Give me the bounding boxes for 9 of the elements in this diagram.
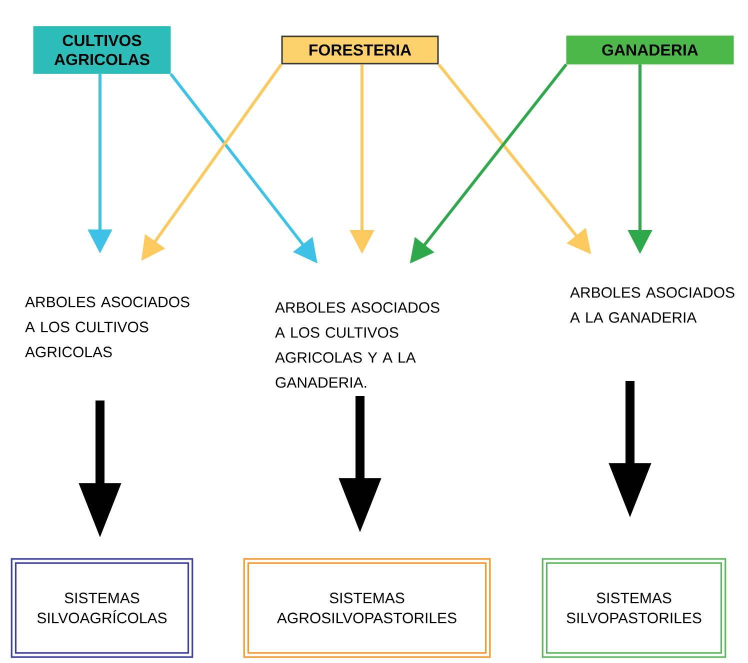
header-box: GANADERIA: [566, 36, 734, 64]
description-text: ARBOLES ASOCIADOS A LA GANADERIA: [570, 287, 734, 323]
description-text: ARBOLES ASOCIADOS A LOS CULTIVOS AGRICOLAS: [25, 296, 190, 358]
system-box: SISTEMAS SILVOAGRÍCOLAS: [10, 558, 194, 658]
header-box: CULTIVOS AGRICOLAS: [33, 26, 171, 74]
system-box: SISTEMAS AGROSILVOPASTORILES: [243, 558, 491, 658]
description-text: ARBOLES ASOCIADOS A LOS CULTIVOS AGRICOLAS Y A LA GANADERIA.: [275, 302, 440, 388]
header-box: FORESTERIA: [281, 36, 439, 64]
system-box: SISTEMAS SILVOPASTORILES: [542, 558, 726, 658]
